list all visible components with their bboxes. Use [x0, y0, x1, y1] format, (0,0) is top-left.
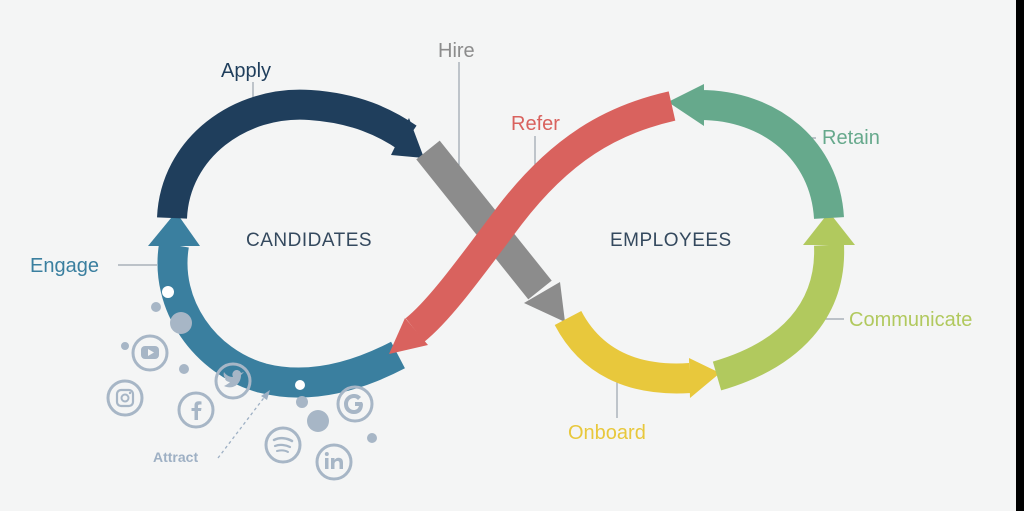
candidates-label: CANDIDATES	[246, 230, 373, 251]
refer-arrowhead	[389, 318, 428, 354]
spotify-icon	[264, 426, 302, 464]
hire-arrowhead	[524, 282, 565, 322]
engage-label: Engage	[30, 255, 99, 277]
retain-label: Retain	[822, 127, 880, 149]
engage-arrow-path	[157, 242, 405, 398]
communicate-label: Communicate	[849, 309, 973, 331]
attract-dashed-arrowhead	[261, 390, 270, 400]
attract-label: Attract	[153, 449, 199, 465]
hire-arrow-path	[416, 140, 552, 300]
linkedin-icon	[315, 443, 353, 481]
instagram-icon	[106, 379, 144, 417]
retain-arrowhead	[668, 84, 704, 126]
apply-arrow-path	[157, 89, 417, 220]
youtube-icon	[131, 334, 169, 372]
onboard-label: Onboard	[568, 422, 646, 444]
communicate-arrowhead	[803, 212, 855, 245]
communicate-arrow-path	[712, 244, 845, 391]
google-icon	[336, 385, 374, 423]
apply-arrowhead	[391, 118, 424, 158]
refer-arrow-path	[405, 91, 676, 342]
decorative-dots	[121, 286, 377, 443]
engage-arrowhead	[148, 212, 200, 246]
refer-label: Refer	[511, 113, 560, 135]
hire-label: Hire	[438, 40, 475, 62]
attract-dashed-arrow	[217, 394, 267, 459]
twitter-icon	[214, 362, 252, 400]
onboard-arrow-path	[554, 310, 691, 394]
apply-label: Apply	[221, 60, 272, 82]
employees-label: EMPLOYEES	[610, 230, 732, 251]
facebook-icon	[177, 391, 215, 429]
retain-arrow-path	[699, 90, 844, 220]
onboard-arrowhead	[689, 358, 720, 398]
